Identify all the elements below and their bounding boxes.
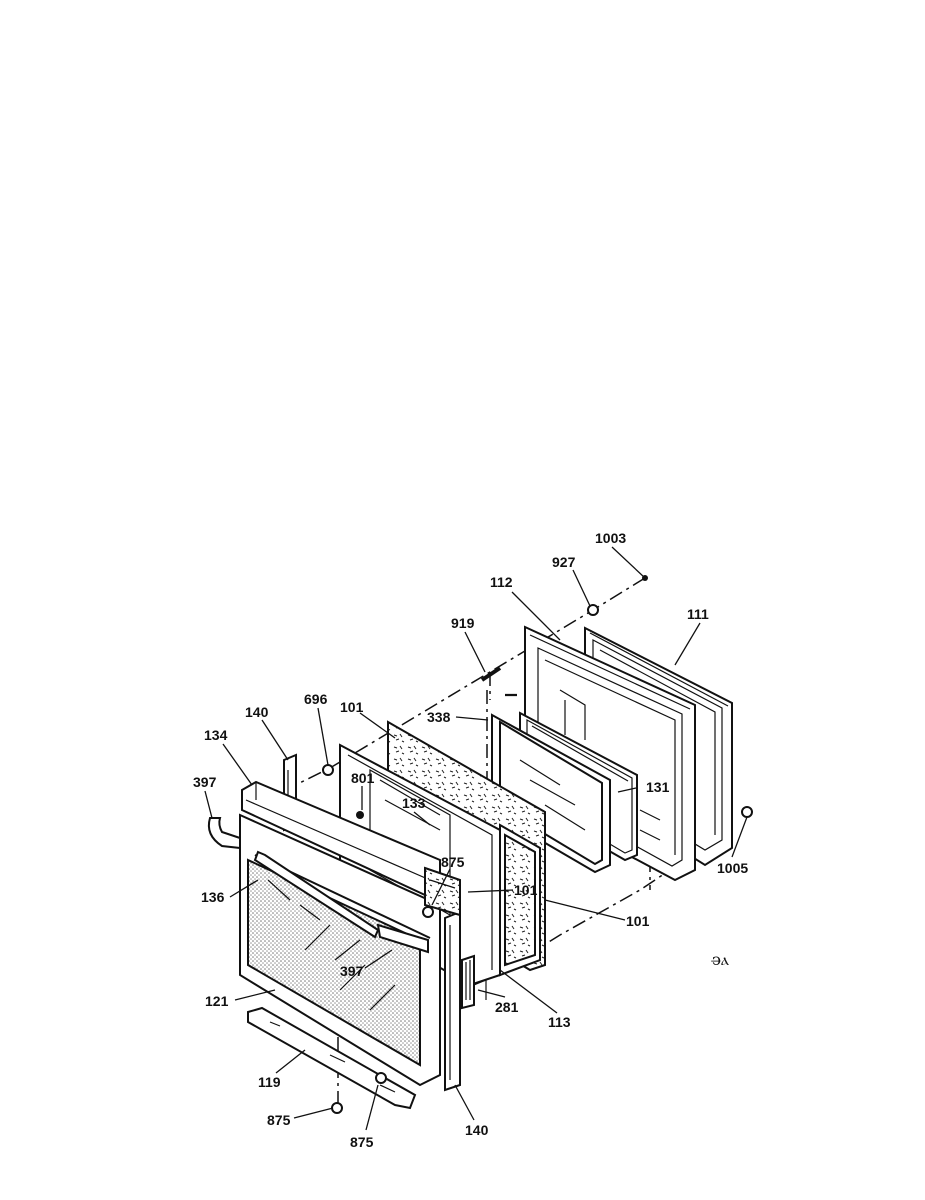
- screw-875-mid-icon: [422, 906, 434, 918]
- callout-134: 134: [204, 727, 228, 743]
- part-136-handle: [253, 850, 429, 954]
- callout-397-left: 397: [193, 774, 217, 790]
- callout-labels: 1003 927 112 111 919 338 140 696 101 134…: [193, 530, 748, 1150]
- callout-101-top: 101: [340, 699, 364, 715]
- nut-927-icon: [587, 604, 599, 616]
- callout-113: 113: [548, 1014, 571, 1030]
- callout-121: 121: [205, 993, 229, 1009]
- callout-338: 338: [427, 709, 451, 725]
- callout-875-mid: 875: [441, 854, 465, 870]
- callout-875-bottom-left: 875: [267, 1112, 291, 1128]
- part-397-end-cap-left: [207, 817, 241, 850]
- callout-801: 801: [351, 770, 375, 786]
- callout-133: 133: [402, 795, 426, 811]
- callout-101-right: 101: [626, 913, 650, 929]
- callout-140-bottom: 140: [465, 1122, 489, 1138]
- screw-875-bottom-icon: [375, 1072, 387, 1084]
- screw-1005-icon: [741, 806, 753, 818]
- leader-lines: [204, 546, 748, 1131]
- callout-112: 112: [490, 574, 513, 590]
- callout-397-glass: 397: [340, 963, 364, 979]
- callout-111: 111: [687, 606, 709, 622]
- part-140-side-trim-right: [444, 910, 461, 1092]
- part-119-bottom-trim: [247, 1006, 417, 1110]
- screw-875-bottom-left-icon: [331, 1102, 343, 1114]
- callout-140-top: 140: [245, 704, 269, 720]
- callout-875-bottom: 875: [350, 1134, 374, 1150]
- screw-696-icon: [322, 764, 334, 776]
- corner-handwritten-mark: ↄ̶ⲁ: [711, 950, 729, 969]
- callout-101-mid: 101: [514, 882, 538, 898]
- callout-119: 119: [258, 1074, 281, 1090]
- callout-696: 696: [304, 691, 328, 707]
- callout-919: 919: [451, 615, 475, 631]
- callout-136: 136: [201, 889, 225, 905]
- callout-281: 281: [495, 999, 519, 1015]
- callout-1005: 1005: [717, 860, 748, 876]
- screw-919-icon: [480, 666, 502, 682]
- part-281-hinge: [461, 954, 487, 1010]
- callout-131: 131: [646, 779, 670, 795]
- callout-1003: 1003: [595, 530, 626, 546]
- callout-927: 927: [552, 554, 576, 570]
- screw-801-icon: [356, 811, 364, 819]
